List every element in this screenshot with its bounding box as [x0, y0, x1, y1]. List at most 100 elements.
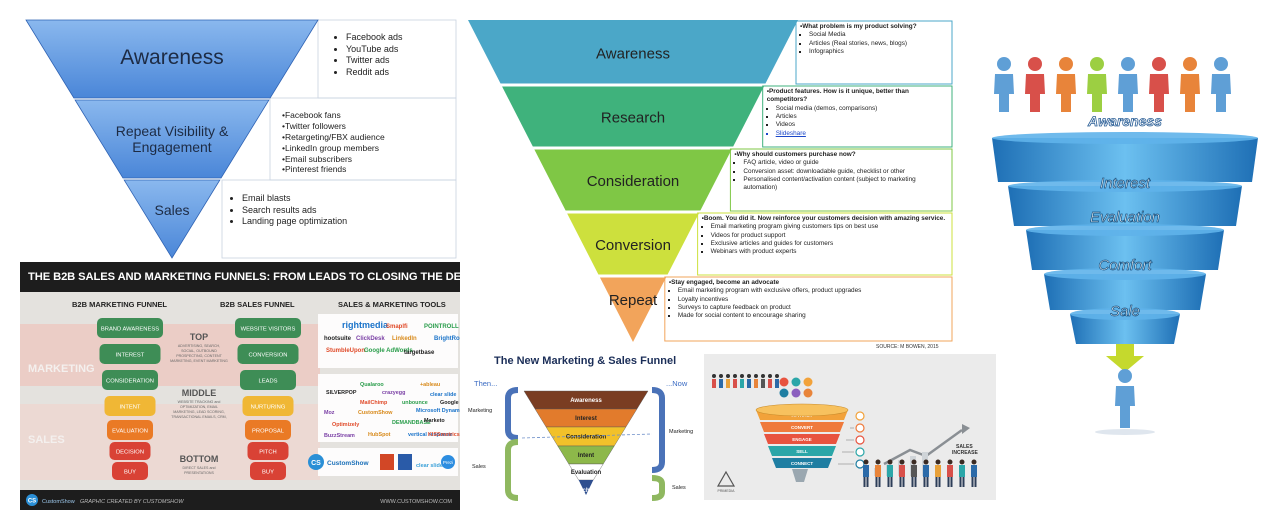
infographic-title: THE B2B SALES AND MARKETING FUNNELS: FRO…	[28, 271, 460, 283]
level-description: TRANSACTIONAL EMAILS, CRM,	[171, 415, 226, 419]
growth-arrow-line	[883, 428, 963, 466]
funnel-tier-base	[1070, 314, 1180, 344]
person-icon-head	[1152, 57, 1166, 71]
sales-stage-pitch	[247, 442, 289, 460]
brand-logo-icon	[716, 470, 736, 487]
awareness-funnel-panel: Awareness Repeat Visibility & Engagement…	[22, 18, 458, 260]
sales-increase-label: SALES	[956, 444, 973, 450]
note-title: ▪Boom. You did it. Now reinforce your cu…	[701, 215, 946, 222]
bottom-tool-clearslide: clear slide	[416, 463, 443, 469]
growth-funnel-illustration: ATTRACTCONVERTENGAGESELLCONNECTSALESINCR…	[704, 354, 996, 500]
shopper-icon-head	[923, 459, 929, 465]
note-item: Exclusive articles and guides for custom…	[711, 240, 950, 248]
sales-stage-website-visitors	[235, 318, 301, 338]
marketing-stage-label: INTEREST	[116, 353, 145, 359]
tool-logo-google-analytics: Google Analytics	[440, 400, 460, 406]
funnel-tier-comfort	[1026, 230, 1224, 270]
stage-label-intent: Intent	[578, 453, 594, 459]
customer-icon-head	[1118, 369, 1132, 383]
stage-icon-circle	[855, 447, 865, 457]
level-description: PROSPECTING, CONTENT	[176, 354, 222, 358]
shopper-icon-body	[923, 465, 929, 477]
note-item: Infographics	[809, 48, 950, 56]
left-marketing-bracket	[505, 387, 519, 441]
stage-note-awareness: ▪What problem is my product solving?Soci…	[800, 23, 950, 56]
tool-logo-mailchimp: MailChimp	[360, 400, 388, 406]
shopper-icon-body	[875, 465, 881, 477]
shopper-icon-leg	[974, 477, 977, 487]
sales-stage-label: PITCH	[259, 450, 276, 456]
tool-logo-silverpop: SILVERPOP	[326, 390, 357, 396]
bottom-tool-prezi: Prezi	[443, 460, 453, 465]
sales-stage-conversion	[237, 344, 299, 364]
column-header: B2B MARKETING FUNNEL	[72, 300, 167, 309]
funnel-neck	[792, 469, 808, 482]
brand-logo-text: PRIMEDIA	[718, 489, 736, 493]
stage-label-interest: Interest	[1100, 175, 1151, 192]
awareness-notes: Facebook adsYouTube adsTwitter adsReddit…	[332, 32, 403, 78]
tool-logo-rightmedia: rightmedia	[342, 320, 389, 330]
funnel-stage-consideration	[534, 149, 732, 211]
person-icon-head	[1121, 57, 1135, 71]
person-icon-head	[733, 374, 737, 378]
person-icon-body	[712, 379, 716, 388]
note-item: •Facebook fans	[282, 110, 341, 120]
note-title: ▪Why should customers purchase now?	[734, 151, 856, 158]
note-item: •Pinterest friends	[282, 164, 347, 175]
marketing-stage-label: INTENT	[120, 405, 141, 411]
note-item: Surveys to capture feedback on product	[678, 304, 950, 312]
shopper-icon-body	[863, 465, 869, 477]
shopper-icon-leg	[959, 477, 962, 487]
engagement-label: Repeat Visibility & Engagement	[115, 123, 229, 156]
level-description: ADVERTISING, SEARCH,	[178, 344, 220, 348]
customer-icon-body	[1115, 386, 1135, 428]
funnel-stage-repeat	[599, 277, 667, 342]
marketing-stage-label: CONSIDERATION	[106, 379, 154, 385]
shopper-icon-leg	[863, 477, 866, 487]
shopper-icon-body	[887, 465, 893, 477]
tool-logo-kissmetrics: KISSmetrics	[428, 432, 460, 438]
shopper-icon-head	[899, 459, 905, 465]
person-icon-body	[733, 379, 737, 388]
tool-logo-targetbase: targetbase	[404, 350, 435, 356]
funnel-tier-sale	[1044, 274, 1206, 310]
stage-label-sale: Sale	[1110, 303, 1140, 320]
new-funnel-title: The New Marketing & Sales Funnel	[494, 355, 677, 367]
note-item: Social Media	[809, 31, 950, 39]
tool-logo-marketo: Marketo	[424, 418, 445, 424]
note-item: Reddit ads	[346, 67, 403, 79]
footer-brand-mark	[26, 494, 38, 506]
note-item: •Retargeting/FBX audience	[282, 131, 385, 142]
engagement-notes: •Facebook fans•Twitter followers•Retarge…	[278, 110, 385, 175]
funnel-layer-engage	[764, 434, 840, 444]
sales-stage-label: CONVERSION	[249, 353, 288, 359]
tool-logo-buzzstream: BuzzStream	[324, 433, 355, 439]
sales-note-box	[221, 179, 457, 259]
stage-note-box	[795, 20, 953, 85]
person-icon-head	[712, 374, 716, 378]
tool-logo-moz: Moz	[324, 410, 335, 416]
channel-icon	[803, 377, 813, 387]
person-icon-body	[768, 379, 772, 388]
column-header: B2B SALES FUNNEL	[220, 300, 295, 309]
note-title: ▪Stay engaged, become an advocate	[668, 279, 780, 286]
level-label-bottom: BOTTOM	[180, 454, 219, 464]
note-item: •LinkedIn group members	[282, 142, 379, 153]
note-item: Made for social content to encourage sha…	[678, 312, 950, 320]
source-note: SOURCE: M BOWEN, 2015	[876, 344, 939, 350]
marketing-stage-brand-awareness	[97, 318, 163, 338]
person-icon-body	[994, 74, 1014, 112]
tool-logo-optimizely: Optimizely	[332, 422, 359, 428]
stage-note-research: ▪Product features. How is it unique, bet…	[767, 88, 950, 138]
keynote-icon	[398, 454, 412, 470]
level-description: DIRECT SALES and	[183, 466, 216, 470]
stage-label-evaluation: Evaluation	[571, 470, 602, 476]
sales-label: Sales	[154, 202, 190, 218]
person-icon-head	[726, 374, 730, 378]
tool-logo-unbounce: unbounce	[402, 400, 428, 406]
sales-increase-label: INCREASE	[952, 450, 979, 456]
sales-stage-label: WEBSITE VISITORS	[241, 327, 296, 333]
note-item: Facebook ads	[346, 32, 403, 44]
footer-brand: CustomShow	[42, 499, 75, 505]
